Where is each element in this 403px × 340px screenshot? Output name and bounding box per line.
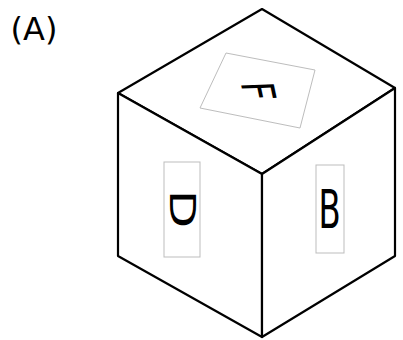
- right-face: [262, 88, 395, 337]
- letter-patch: [316, 165, 344, 253]
- face-letter: B: [319, 183, 341, 237]
- face-letter: F: [234, 81, 283, 101]
- letter-patch: [164, 162, 200, 257]
- face-letter: D: [164, 190, 199, 229]
- left-face: [118, 93, 262, 337]
- panel-label: (A): [11, 13, 58, 45]
- letter-patch: [200, 53, 315, 128]
